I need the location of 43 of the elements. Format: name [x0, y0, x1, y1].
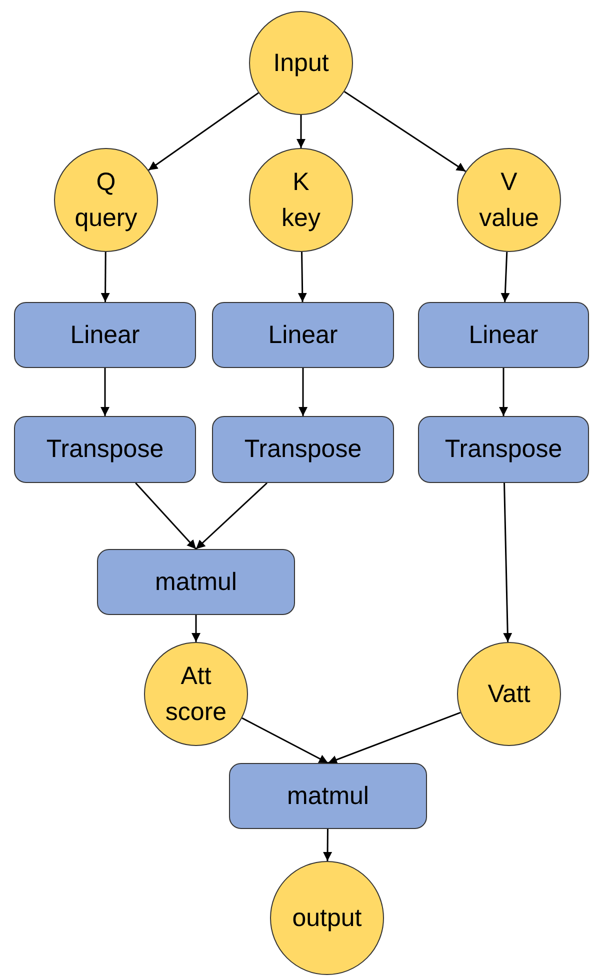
- arrow: [298, 368, 308, 416]
- arrow: [100, 368, 110, 416]
- node-label: Att: [180, 660, 212, 692]
- arrow: [148, 92, 259, 171]
- node-label: matmul: [287, 780, 369, 812]
- arrow: [135, 482, 197, 550]
- operation-box: [212, 302, 394, 368]
- operation-box: [97, 549, 295, 615]
- operation-box: [14, 416, 196, 483]
- arrow: [499, 368, 508, 416]
- arrow: [195, 482, 268, 550]
- node-label: K: [292, 166, 310, 198]
- node-label: V: [500, 166, 518, 198]
- node-label: query: [74, 203, 138, 234]
- operation-box: [14, 302, 196, 368]
- node-label: key: [282, 203, 320, 234]
- arrow: [100, 252, 110, 302]
- node-label: Linear: [468, 320, 538, 351]
- node-label: Transpose: [46, 434, 164, 466]
- arrow: [323, 829, 332, 861]
- node-label: output: [292, 902, 362, 934]
- arrow: [298, 252, 307, 302]
- arrow: [344, 90, 466, 172]
- node-label: Transpose: [244, 434, 362, 466]
- operation-box: [418, 416, 589, 483]
- arrow: [242, 717, 328, 764]
- node-label: Q: [96, 166, 116, 198]
- arrow: [296, 115, 306, 148]
- node-label: Transpose: [444, 434, 562, 466]
- node-label: matmul: [155, 566, 237, 598]
- node-label: score: [165, 697, 227, 728]
- operation-box: [212, 416, 394, 483]
- arrow: [503, 482, 512, 642]
- operation-box: [229, 763, 427, 829]
- node-label: value: [479, 203, 539, 234]
- node-label: Vatt: [488, 678, 530, 710]
- arrow: [500, 252, 510, 302]
- arrow: [328, 712, 461, 764]
- node-label: Input: [273, 48, 329, 79]
- node-label: Linear: [268, 320, 338, 351]
- node-label: Linear: [70, 320, 140, 351]
- operation-box: [418, 302, 589, 368]
- arrow: [192, 615, 200, 642]
